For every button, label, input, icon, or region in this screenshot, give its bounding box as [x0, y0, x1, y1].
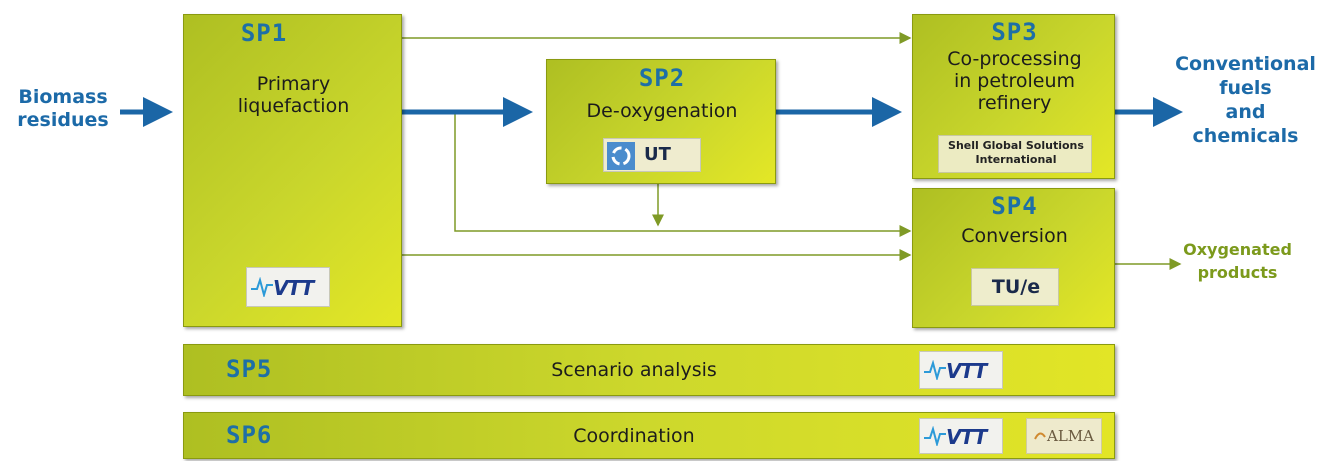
sp2-title: De-oxygenation: [586, 100, 738, 122]
sp3-shell-logo: Shell Global Solutions International: [938, 135, 1092, 173]
sp5-code: SP5: [226, 355, 273, 383]
vtt-pulse-icon: [924, 426, 946, 446]
sp6-code: SP6: [226, 421, 273, 449]
sp4-title: Conversion: [961, 225, 1068, 247]
sp4-partner: TU/e: [991, 276, 1041, 298]
conventional-fuels-label: Conventional fuels and chemicals: [1175, 53, 1316, 147]
vtt-pulse-icon: [924, 360, 946, 380]
sp6-vtt-logo: VTT: [919, 418, 1003, 454]
sp1-box: SP1 Primary liquefaction VTT: [183, 14, 402, 327]
sp6-band: SP6 Coordination VTT ALMA: [183, 412, 1115, 459]
sp1-vtt-logo: VTT: [246, 267, 330, 307]
sp4-code: SP4: [991, 192, 1038, 220]
sp4-box: SP4 Conversion TU/e: [912, 188, 1115, 328]
sp1-code: SP1: [240, 19, 288, 47]
ut-emblem-icon: [607, 142, 635, 170]
sp5-partner: VTT: [946, 359, 987, 383]
sp3-code: SP3: [991, 18, 1038, 46]
sp1-to-sp4-upper-line: [454, 112, 912, 237]
sp5-title: Scenario analysis: [551, 359, 717, 381]
sp6-title: Coordination: [573, 425, 695, 447]
sp3-partner: Shell Global Solutions International: [948, 139, 1084, 166]
sp1-partner: VTT: [273, 276, 314, 300]
sp2-partner: UT: [644, 144, 671, 165]
biomass-residues-label: Biomass residues: [17, 86, 109, 131]
sp3-title: Co-processing in petroleum refinery: [947, 48, 1082, 114]
sp3-box: SP3 Co-processing in petroleum refinery …: [912, 14, 1115, 179]
sp2-code: SP2: [638, 64, 686, 92]
sp2-ut-logo: UT: [603, 138, 701, 172]
oxygenated-products-label: Oxygenated products: [1183, 240, 1292, 282]
sp6-alma-logo: ALMA: [1026, 418, 1102, 454]
sp4-tue-logo: TU/e: [971, 268, 1059, 306]
alma-swirl-icon: [1034, 432, 1046, 440]
sp1-title: Primary liquefaction: [237, 73, 350, 117]
sp6-partner: VTT: [946, 425, 987, 449]
sp2-box: SP2 De-oxygenation UT: [546, 59, 776, 184]
sp5-vtt-logo: VTT: [919, 351, 1003, 389]
sp6-partner2: ALMA: [1047, 427, 1094, 445]
vtt-pulse-icon: [251, 277, 273, 297]
sp5-band: SP5 Scenario analysis VTT: [183, 344, 1115, 396]
